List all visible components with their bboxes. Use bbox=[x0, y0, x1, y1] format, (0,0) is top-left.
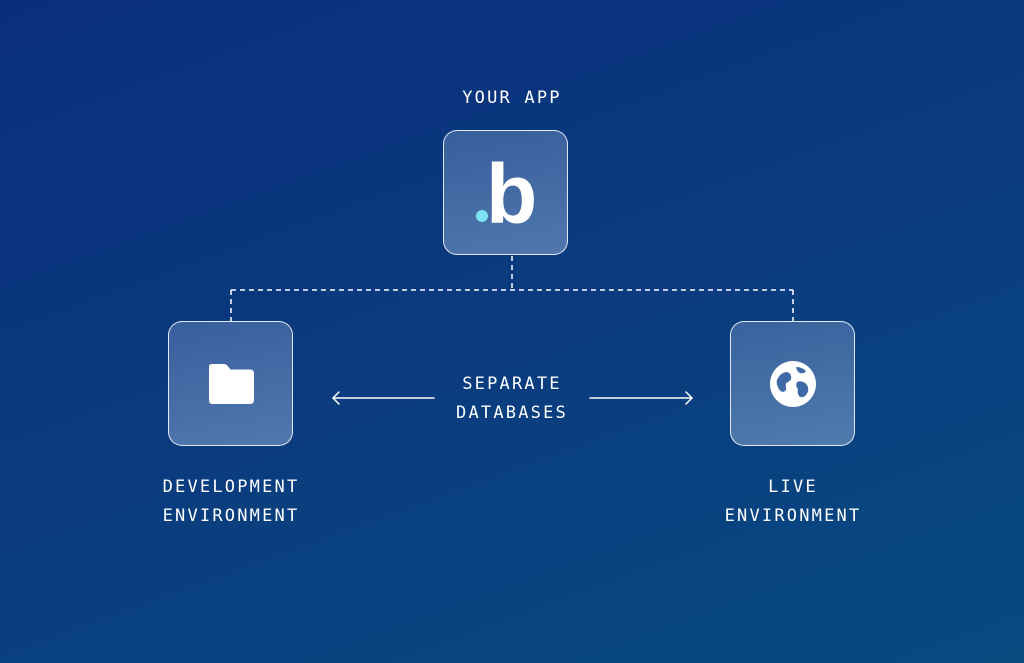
right-arrow-head bbox=[685, 391, 693, 405]
live-environment-label: LIVE ENVIRONMENT bbox=[724, 477, 862, 526]
logo-letter: b bbox=[486, 153, 537, 233]
left-arrow-head bbox=[332, 391, 340, 405]
folder-icon bbox=[208, 363, 254, 404]
development-card bbox=[168, 321, 293, 446]
app-card: b bbox=[443, 130, 568, 255]
logo-dot bbox=[475, 209, 488, 222]
app-logo-icon: b bbox=[475, 153, 537, 233]
globe-icon bbox=[769, 360, 816, 407]
development-environment-label: DEVELOPMENT ENVIRONMENT bbox=[162, 477, 300, 526]
live-card bbox=[730, 321, 855, 446]
app-label: YOUR APP bbox=[462, 88, 562, 108]
separate-databases-label: SEPARATE DATABASES bbox=[456, 374, 568, 423]
